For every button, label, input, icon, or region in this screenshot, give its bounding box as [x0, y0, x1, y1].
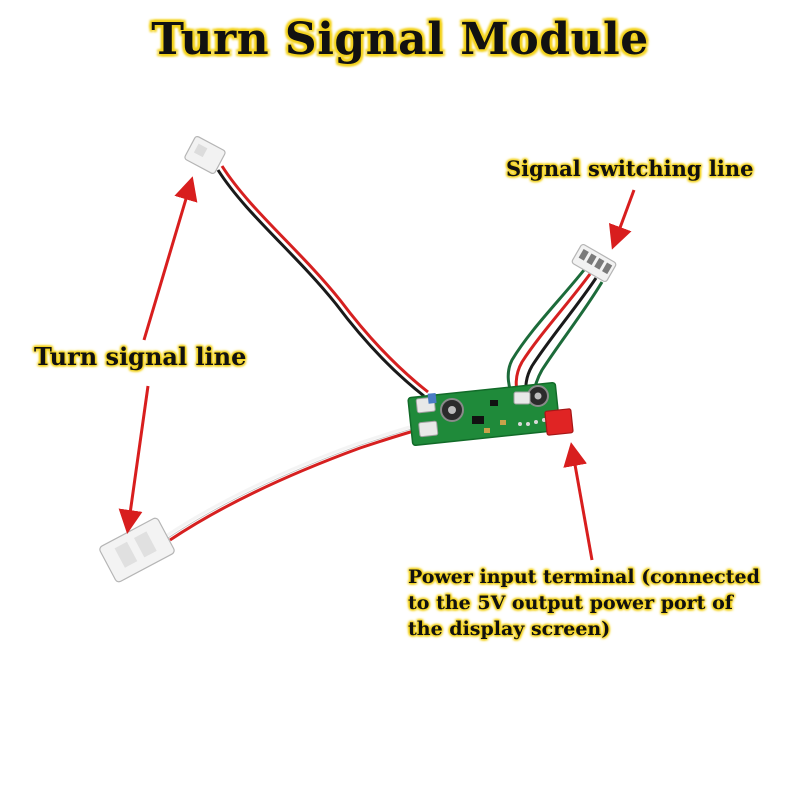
- arrow-to-power-terminal: [563, 442, 594, 561]
- signal-switching-label: Signal switching line: [506, 156, 754, 181]
- power-input-label: Power input terminal (connected to the 5…: [408, 564, 788, 642]
- upper-turn-signal-wires: [216, 165, 429, 398]
- turn-signal-label: Turn signal line: [34, 342, 247, 371]
- upper-two-pin-connector: [184, 135, 226, 175]
- pcb-board: [407, 381, 561, 447]
- arrow-to-upper-turn-connector: [142, 176, 198, 341]
- power-input-label-line-3: the display screen): [408, 618, 611, 640]
- lower-turn-signal-wires: [165, 422, 425, 542]
- annotation-arrows: [118, 176, 636, 561]
- lower-two-pin-connector: [99, 517, 175, 583]
- arrow-to-lower-turn-connector: [118, 385, 150, 534]
- power-input-label-line-2: to the 5V output power port of: [408, 592, 733, 614]
- four-pin-connector: [571, 243, 617, 283]
- power-input-label-line-1: Power input terminal (connected: [408, 566, 760, 588]
- page-title: Turn Signal Module: [151, 14, 649, 65]
- power-input-terminal: [544, 408, 574, 436]
- signal-switching-wires: [506, 269, 604, 403]
- arrow-to-signal-switching: [608, 189, 636, 250]
